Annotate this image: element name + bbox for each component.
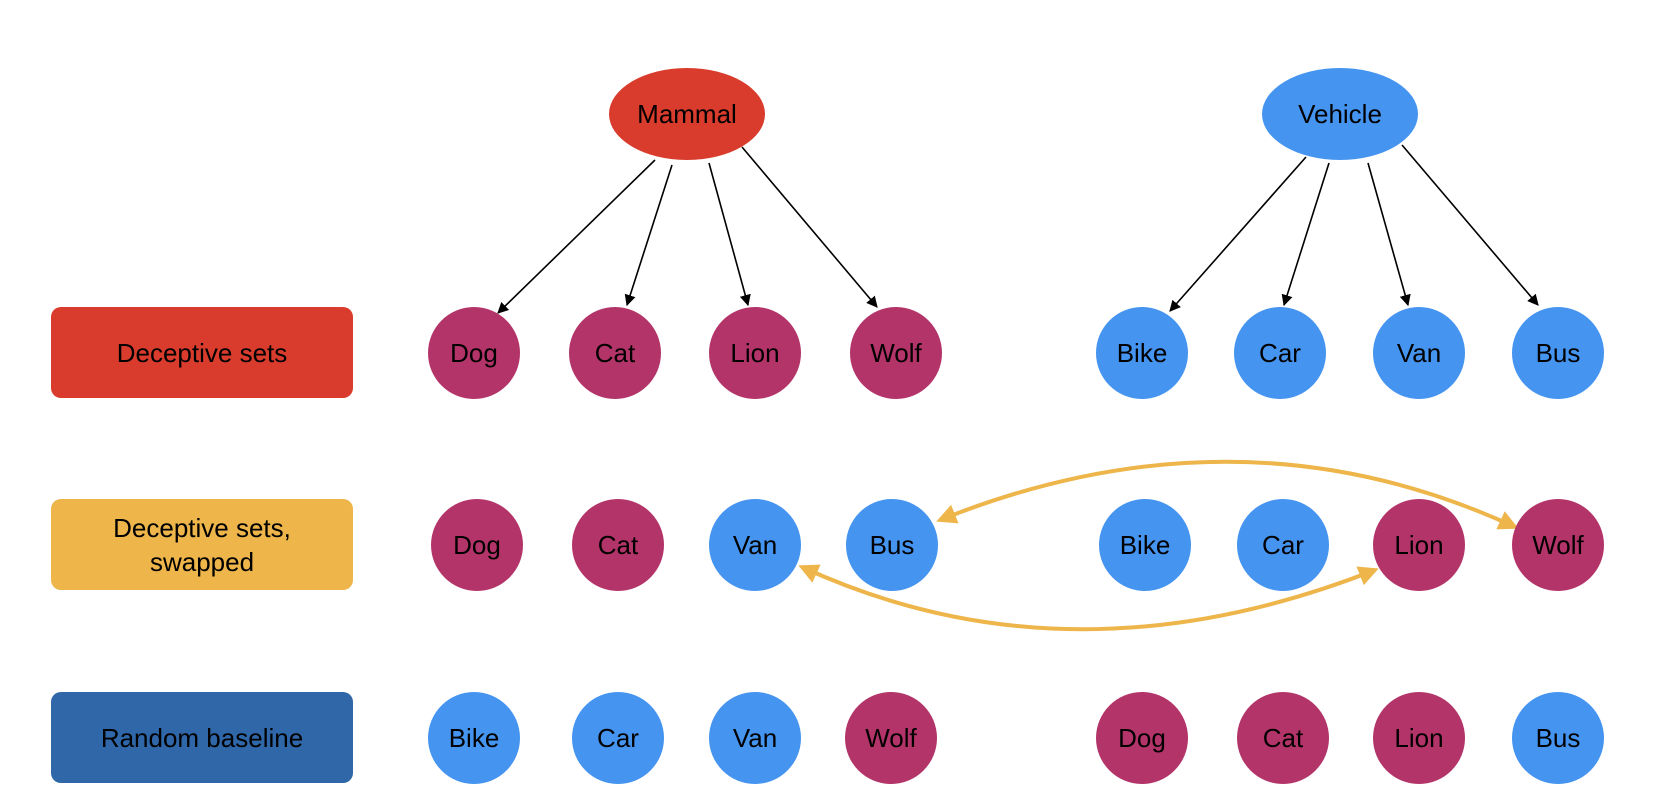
node-label: Car bbox=[1262, 529, 1304, 560]
edge-vehicle-car bbox=[1281, 162, 1330, 307]
root-node-vehicle: Vehicle bbox=[1262, 68, 1418, 160]
node-label: Cat bbox=[597, 529, 639, 560]
node-label: Wolf bbox=[865, 722, 917, 753]
root-label: Mammal bbox=[637, 98, 737, 129]
node-label: Cat bbox=[1262, 722, 1304, 753]
node-label: Bus bbox=[869, 529, 915, 560]
node-label: Dog bbox=[450, 337, 498, 368]
row-label-text: Deceptive sets, swapped bbox=[113, 512, 291, 577]
node-label: Van bbox=[732, 722, 778, 753]
node-bus: Bus bbox=[846, 499, 938, 591]
node-label: Lion bbox=[1394, 722, 1444, 753]
swap-arrow-bus-wolf bbox=[936, 459, 1519, 530]
node-car: Car bbox=[572, 692, 664, 784]
node-label: Wolf bbox=[870, 337, 922, 368]
edge-mammal-wolf bbox=[741, 146, 878, 308]
node-wolf: Wolf bbox=[850, 307, 942, 399]
root-label: Vehicle bbox=[1298, 98, 1382, 129]
node-label: Car bbox=[597, 722, 639, 753]
node-dog: Dog bbox=[431, 499, 523, 591]
node-lion: Lion bbox=[1373, 692, 1465, 784]
node-bike: Bike bbox=[1096, 307, 1188, 399]
row-label-text: Deceptive sets bbox=[116, 337, 288, 368]
row-label-deceptive-sets: Deceptive sets bbox=[51, 307, 353, 398]
node-bike: Bike bbox=[428, 692, 520, 784]
swap-arrow-van-lion bbox=[798, 564, 1379, 632]
node-van: Van bbox=[1373, 307, 1465, 399]
row-label-text: Random baseline bbox=[100, 722, 304, 753]
edge-vehicle-bike bbox=[1169, 156, 1307, 312]
node-cat: Cat bbox=[569, 307, 661, 399]
edge-vehicle-van bbox=[1367, 162, 1411, 307]
node-label: Bike bbox=[1116, 337, 1168, 368]
node-bike: Bike bbox=[1099, 499, 1191, 591]
node-lion: Lion bbox=[1373, 499, 1465, 591]
node-dog: Dog bbox=[428, 307, 520, 399]
node-label: Car bbox=[1259, 337, 1301, 368]
node-car: Car bbox=[1237, 499, 1329, 591]
node-label: Lion bbox=[1394, 529, 1444, 560]
node-lion: Lion bbox=[709, 307, 801, 399]
node-label: Lion bbox=[730, 337, 780, 368]
node-label: Wolf bbox=[1532, 529, 1584, 560]
node-label: Bike bbox=[448, 722, 500, 753]
node-label: Bike bbox=[1119, 529, 1171, 560]
node-label: Dog bbox=[1118, 722, 1166, 753]
node-dog: Dog bbox=[1096, 692, 1188, 784]
node-label: Van bbox=[732, 529, 778, 560]
node-label: Bus bbox=[1535, 722, 1581, 753]
node-bus: Bus bbox=[1512, 692, 1604, 784]
node-cat: Cat bbox=[572, 499, 664, 591]
node-car: Car bbox=[1234, 307, 1326, 399]
edge-mammal-dog bbox=[497, 159, 656, 314]
node-van: Van bbox=[709, 692, 801, 784]
node-label: Van bbox=[1396, 337, 1442, 368]
node-label: Cat bbox=[594, 337, 636, 368]
node-bus: Bus bbox=[1512, 307, 1604, 399]
node-wolf: Wolf bbox=[845, 692, 937, 784]
edge-vehicle-bus bbox=[1401, 144, 1539, 306]
row-label-deceptive-sets-swapped: Deceptive sets, swapped bbox=[51, 499, 353, 590]
row-label-random-baseline: Random baseline bbox=[51, 692, 353, 783]
node-van: Van bbox=[709, 499, 801, 591]
root-node-mammal: Mammal bbox=[609, 68, 765, 160]
edge-mammal-lion bbox=[708, 162, 751, 307]
node-cat: Cat bbox=[1237, 692, 1329, 784]
edge-mammal-cat bbox=[624, 164, 673, 307]
node-label: Bus bbox=[1535, 337, 1581, 368]
node-wolf: Wolf bbox=[1512, 499, 1604, 591]
node-label: Dog bbox=[453, 529, 501, 560]
